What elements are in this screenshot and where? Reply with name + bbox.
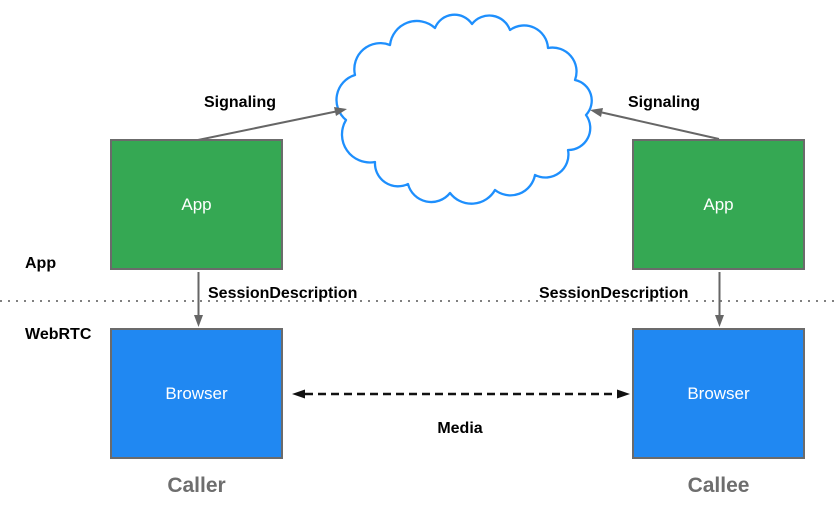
callee-app-box: App bbox=[632, 139, 805, 270]
callee-session-description-label: SessionDescription bbox=[539, 285, 689, 302]
webrtc-layer-label: WebRTC bbox=[25, 326, 92, 343]
caller-browser-box-label: Browser bbox=[165, 383, 228, 403]
caller-signaling-arrow bbox=[197, 107, 347, 141]
caller-session-description-label: SessionDescription bbox=[208, 285, 358, 302]
callee-app-box-label: App bbox=[703, 194, 734, 214]
signaling-cloud-icon bbox=[335, 13, 593, 205]
caller-app-box-label: App bbox=[181, 194, 212, 214]
callee-signaling-label: Signaling bbox=[628, 94, 700, 111]
caller-endpoint-label: Caller bbox=[167, 474, 226, 497]
media-label: Media bbox=[437, 420, 483, 437]
callee-endpoint-label: Callee bbox=[687, 474, 750, 497]
callee-session-description-arrow bbox=[715, 272, 724, 327]
caller-session-description-arrow bbox=[194, 272, 203, 327]
media-arrow bbox=[292, 389, 630, 399]
callee-signaling-arrow bbox=[590, 108, 720, 140]
caller-signaling-label: Signaling bbox=[204, 94, 276, 111]
caller-browser-box: Browser bbox=[110, 328, 283, 459]
callee-browser-box: Browser bbox=[632, 328, 805, 459]
callee-browser-box-label: Browser bbox=[687, 383, 750, 403]
app-layer-label: App bbox=[25, 255, 57, 272]
caller-app-box: App bbox=[110, 139, 283, 270]
